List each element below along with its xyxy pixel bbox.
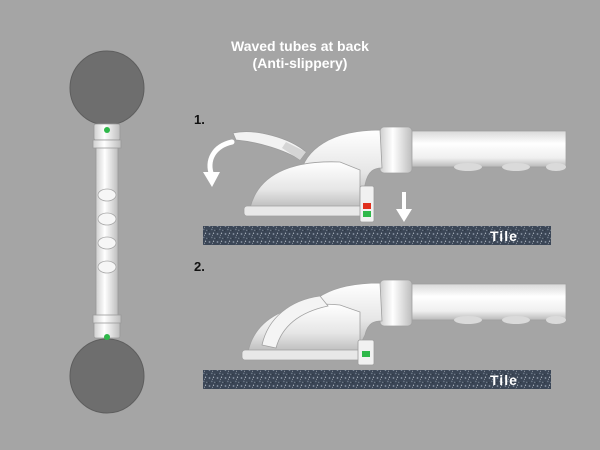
step-2-number: 2. [194, 259, 205, 274]
step-1-illustration [203, 126, 567, 245]
wave-bump [97, 260, 117, 274]
step-1-number: 1. [194, 112, 205, 127]
rotate-arrow-icon [207, 139, 235, 179]
tile-label-2: Tile [490, 372, 518, 388]
wave-bump [97, 188, 117, 202]
grab-bar-top-view [69, 50, 145, 414]
wave-bump [97, 236, 117, 250]
tile-surface [203, 370, 551, 389]
wave-bump [97, 212, 117, 226]
bar-tube [95, 127, 119, 337]
heading-line-2: (Anti-slippery) [252, 55, 348, 71]
heading-line-1: Waved tubes at back [231, 38, 369, 54]
tile-surface [203, 226, 551, 245]
lock-indicator-top [104, 127, 110, 133]
suction-cup-bottom [69, 338, 145, 414]
lock-indicator-bottom [104, 334, 110, 340]
suction-cup-top [69, 50, 145, 126]
release-indicator [363, 203, 371, 209]
tile-label-1: Tile [490, 228, 518, 244]
step-2-illustration [203, 279, 567, 389]
lock-indicator [362, 351, 370, 357]
